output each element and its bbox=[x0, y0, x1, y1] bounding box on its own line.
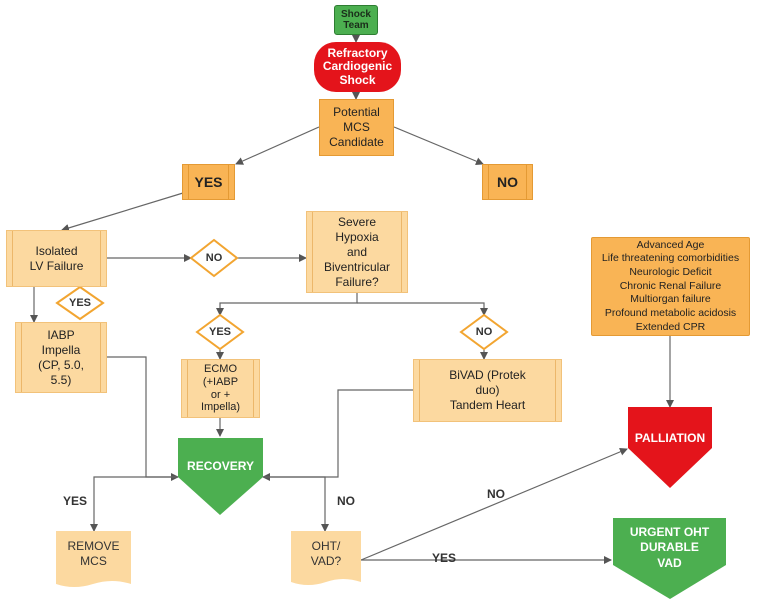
edge-candidate-no bbox=[393, 126, 484, 166]
ecmo-node: ECMO (+IABP or + Impella) bbox=[181, 359, 260, 418]
edge-recovery-oht bbox=[263, 476, 329, 532]
edge-recovery-remove bbox=[90, 476, 178, 532]
mcs-candidate-node: Potential MCS Candidate bbox=[319, 99, 394, 156]
refractory-shock-node: Refractory Cardiogenic Shock bbox=[314, 42, 401, 92]
iabp-impella-node: IABP Impella (CP, 5.0, 5.5) bbox=[15, 322, 107, 393]
edge-candidate-yes bbox=[235, 126, 320, 165]
yes-diamond-mid-label: YES bbox=[208, 326, 231, 338]
remove-mcs-label: REMOVE MCS bbox=[67, 539, 120, 568]
no-diamond-right-shape bbox=[459, 313, 509, 351]
contraindications-box: Advanced Age Life threatening comorbidit… bbox=[591, 237, 750, 336]
palliation-shape bbox=[628, 407, 712, 488]
edge-oht-palliation bbox=[360, 448, 628, 561]
edge-bivad-recovery bbox=[262, 389, 413, 481]
condition-item: Extended CPR bbox=[635, 320, 706, 333]
oht-vad-shape bbox=[291, 531, 361, 585]
isolated-lv-failure-node: Isolated LV Failure bbox=[6, 230, 107, 287]
edge-severe-split bbox=[216, 293, 358, 316]
condition-item: Profound metabolic acidosis bbox=[604, 306, 737, 319]
no-diamond-label: NO bbox=[205, 252, 223, 264]
oht-vad-label: OHT/ VAD? bbox=[310, 539, 342, 568]
yes-diamond-mid-shape bbox=[195, 313, 245, 351]
oht-no-label: NO bbox=[487, 487, 505, 501]
edge-severe-right bbox=[357, 302, 488, 316]
oht-yes-label: YES bbox=[432, 551, 457, 565]
no-diamond-right-label: NO bbox=[475, 326, 493, 338]
edge-yes-isolated bbox=[61, 192, 184, 232]
urgent-oht-label: URGENT OHT DURABLE VAD bbox=[629, 524, 710, 570]
bivad-node: BiVAD (Protek duo) Tandem Heart bbox=[413, 359, 562, 422]
shock-team-node: Shock Team bbox=[334, 5, 378, 35]
yes-decision-box: YES bbox=[182, 164, 235, 200]
palliation-label: PALLIATION bbox=[634, 431, 706, 445]
severe-hypoxia-node: Severe Hypoxia and Biventricular Failure… bbox=[306, 211, 408, 293]
condition-item: Multiorgan failure bbox=[630, 293, 711, 306]
urgent-shape bbox=[613, 518, 726, 599]
recovery-yes-label: YES bbox=[63, 494, 88, 508]
no-decision-box: NO bbox=[482, 164, 533, 200]
yes-diamond-left-shape bbox=[55, 285, 105, 321]
yes-diamond-left-label: YES bbox=[68, 297, 91, 309]
no-diamond-shape bbox=[189, 238, 239, 278]
recovery-shape bbox=[178, 438, 263, 515]
recovery-no-label: NO bbox=[337, 494, 355, 508]
condition-item: Chronic Renal Failure bbox=[619, 279, 722, 292]
edge-iabp-recovery bbox=[107, 356, 179, 481]
recovery-label: RECOVERY bbox=[187, 459, 254, 473]
condition-item: Advanced Age bbox=[636, 238, 705, 251]
remove-mcs-shape bbox=[56, 531, 131, 587]
condition-item: Life threatening comorbidities bbox=[601, 252, 740, 265]
condition-item: Neurologic Deficit bbox=[629, 266, 712, 279]
